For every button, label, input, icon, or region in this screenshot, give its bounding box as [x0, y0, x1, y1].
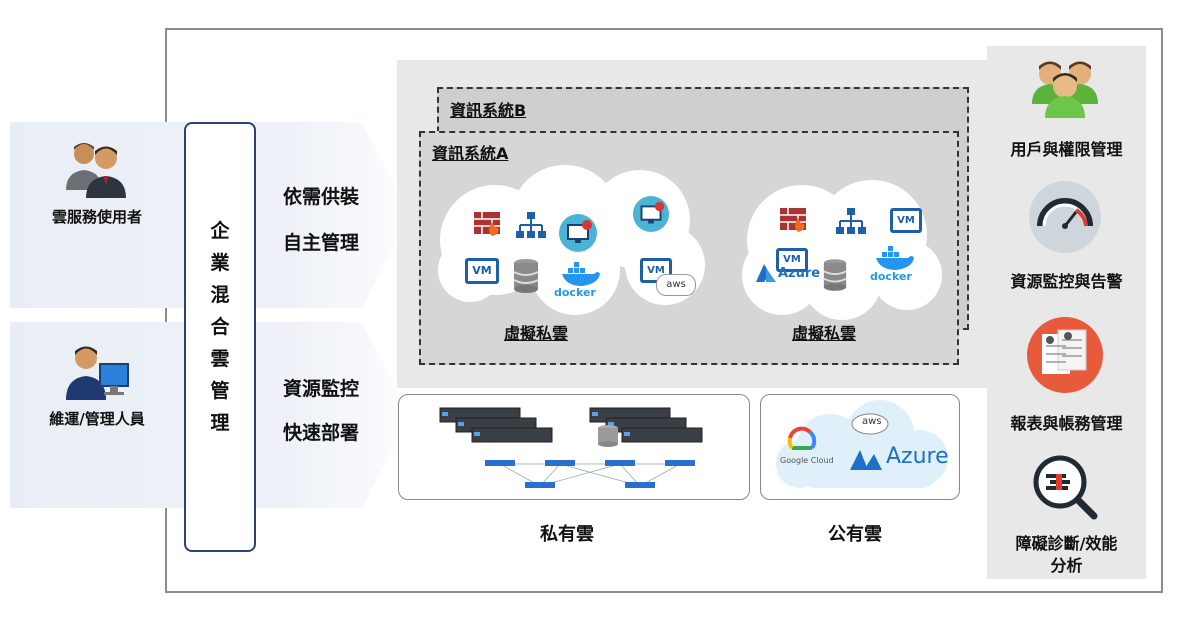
diagnosis-label-1: 障礙診斷/效能: [1015, 534, 1118, 553]
outer-frame: [165, 28, 1163, 593]
aws-cloud-icon: aws: [656, 274, 696, 296]
server-rack-icon: [439, 407, 703, 488]
system-b-title: 資訊系統B: [450, 101, 527, 120]
user-permission-label: 用戶與權限管理: [1010, 140, 1123, 159]
vertical-char: 混: [210, 284, 230, 306]
network-icon: [516, 212, 546, 238]
diagnosis-search-icon: [1033, 455, 1098, 520]
enterprise-hybrid-cloud-box: 企 業 混 合 雲 管 理: [184, 122, 256, 552]
flow-deploy: 快速部署: [283, 422, 360, 444]
user-group-icon: [1032, 61, 1098, 118]
ops-label: 維運/管理人員: [49, 410, 145, 428]
vertical-char: 企: [210, 220, 230, 242]
docker-label: docker: [554, 286, 596, 299]
firewall-icon: [780, 208, 806, 232]
flow-self-manage: 自主管理: [283, 232, 360, 254]
docker-label: docker: [870, 270, 912, 283]
vm-icon: VM: [465, 258, 499, 284]
azure-label: Azure: [778, 266, 821, 281]
virtual-private-cloud-right: [742, 180, 942, 320]
firewall-icon: [474, 212, 500, 236]
gauge-icon: [1029, 181, 1101, 253]
azure-logo-icon: [756, 264, 776, 282]
azure-label: Azure: [886, 444, 949, 469]
system-a-title: 資訊系統A: [432, 144, 509, 163]
vertical-char: 業: [210, 252, 230, 274]
flow-provision: 依需供裝: [283, 186, 360, 208]
virtual-private-cloud-label-left: 虛擬私雲: [504, 324, 569, 343]
private-cloud-label: 私有雲: [540, 524, 594, 545]
aws-label: aws: [862, 416, 882, 427]
vm-icon: VM: [776, 248, 808, 272]
vertical-char: 管: [210, 380, 230, 402]
public-cloud-label: 公有雲: [828, 524, 882, 545]
docker-whale-icon: [876, 246, 914, 270]
docker-whale-icon: [562, 262, 600, 286]
database-icon: [513, 259, 539, 293]
vertical-char: 雲: [210, 348, 230, 370]
business-users-icon: [66, 143, 126, 198]
database-icon: [823, 259, 847, 291]
diagnosis-label-2: 分析: [1050, 556, 1083, 575]
virtual-private-cloud-label-right: 虛擬私雲: [792, 324, 857, 343]
vertical-char: 理: [210, 412, 230, 434]
report-billing-label: 報表與帳務管理: [1010, 414, 1123, 433]
billing-report-icon: [1027, 317, 1103, 393]
ops-admin-icon: [66, 346, 129, 400]
public-cloud-icon: [776, 400, 948, 488]
resource-monitor-label: 資源監控與告警: [1010, 272, 1123, 291]
cloud-user-label: 雲服務使用者: [51, 208, 142, 226]
vm-icon: VM: [890, 208, 922, 233]
flow-monitor: 資源監控: [283, 378, 360, 400]
network-icon: [836, 208, 866, 234]
google-cloud-label: Google Cloud: [780, 456, 834, 465]
monitor-settings-icon: [632, 195, 670, 233]
vertical-char: 合: [210, 316, 230, 338]
monitor-settings-icon: [559, 214, 597, 252]
